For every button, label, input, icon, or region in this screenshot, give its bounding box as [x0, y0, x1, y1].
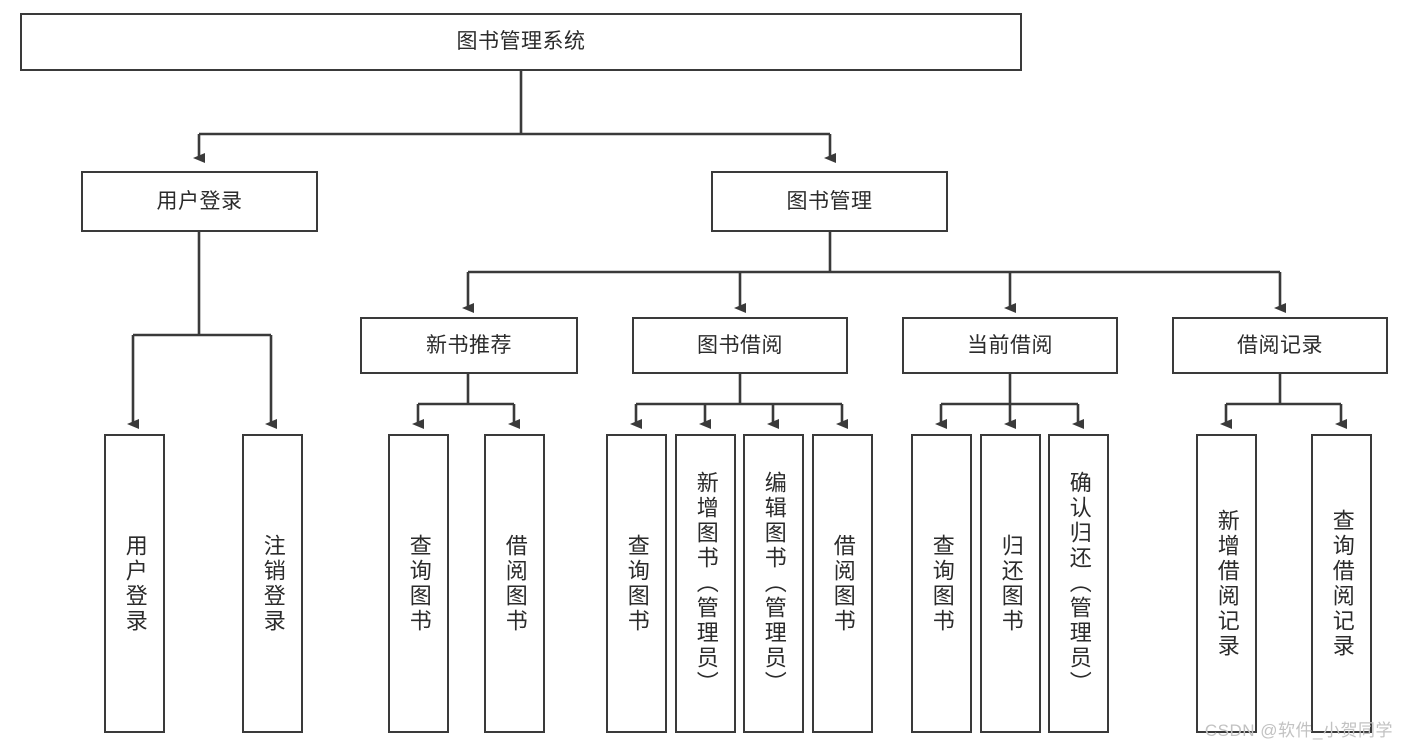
- node-root-system[interactable]: 图书管理系统: [20, 13, 1022, 71]
- node-label: 借阅记录: [1237, 333, 1323, 357]
- leaf-borrow-book[interactable]: 借阅图书: [812, 434, 873, 733]
- node-label: 借阅图书: [502, 533, 528, 634]
- node-label: 新增图书（管理员）: [693, 471, 719, 696]
- node-user-login[interactable]: 用户登录: [81, 171, 318, 232]
- node-label: 新增借阅记录: [1214, 508, 1240, 659]
- node-label: 用户登录: [156, 189, 243, 213]
- node-label: 确认归还（管理员）: [1066, 471, 1092, 696]
- node-label: 图书管理系统: [456, 30, 586, 54]
- node-label: 图书借阅: [697, 333, 783, 357]
- leaf-query-book-new[interactable]: 查询图书: [388, 434, 449, 733]
- leaf-query-borrow-record[interactable]: 查询借阅记录: [1311, 434, 1372, 733]
- node-label: 新书推荐: [426, 333, 512, 357]
- node-book-management[interactable]: 图书管理: [711, 171, 948, 232]
- leaf-user-login[interactable]: 用户登录: [104, 434, 165, 733]
- node-label: 当前借阅: [967, 333, 1053, 357]
- leaf-add-book-admin[interactable]: 新增图书（管理员）: [675, 434, 736, 733]
- leaf-edit-book-admin[interactable]: 编辑图书（管理员）: [743, 434, 804, 733]
- node-label: 借阅图书: [830, 533, 856, 634]
- csdn-watermark: CSDN @软件_小贺同学: [1204, 721, 1393, 740]
- node-label: 注销登录: [260, 533, 286, 634]
- leaf-query-book[interactable]: 查询图书: [606, 434, 667, 733]
- node-label: 编辑图书（管理员）: [761, 471, 787, 696]
- leaf-confirm-return-admin[interactable]: 确认归还（管理员）: [1048, 434, 1109, 733]
- node-label: 归还图书: [998, 533, 1024, 634]
- node-current-borrow[interactable]: 当前借阅: [902, 317, 1118, 374]
- leaf-query-book-current[interactable]: 查询图书: [911, 434, 972, 733]
- leaf-borrow-book-new[interactable]: 借阅图书: [484, 434, 545, 733]
- node-book-borrow[interactable]: 图书借阅: [632, 317, 848, 374]
- node-new-book-recommend[interactable]: 新书推荐: [360, 317, 578, 374]
- leaf-return-book[interactable]: 归还图书: [980, 434, 1041, 733]
- node-borrow-record[interactable]: 借阅记录: [1172, 317, 1388, 374]
- node-label: 查询图书: [406, 533, 432, 634]
- leaf-logout[interactable]: 注销登录: [242, 434, 303, 733]
- node-label: 查询图书: [929, 533, 955, 634]
- node-label: 查询借阅记录: [1329, 508, 1355, 659]
- leaf-add-borrow-record[interactable]: 新增借阅记录: [1196, 434, 1257, 733]
- node-label: 查询图书: [624, 533, 650, 634]
- node-label: 用户登录: [122, 533, 148, 634]
- node-label: 图书管理: [786, 189, 873, 213]
